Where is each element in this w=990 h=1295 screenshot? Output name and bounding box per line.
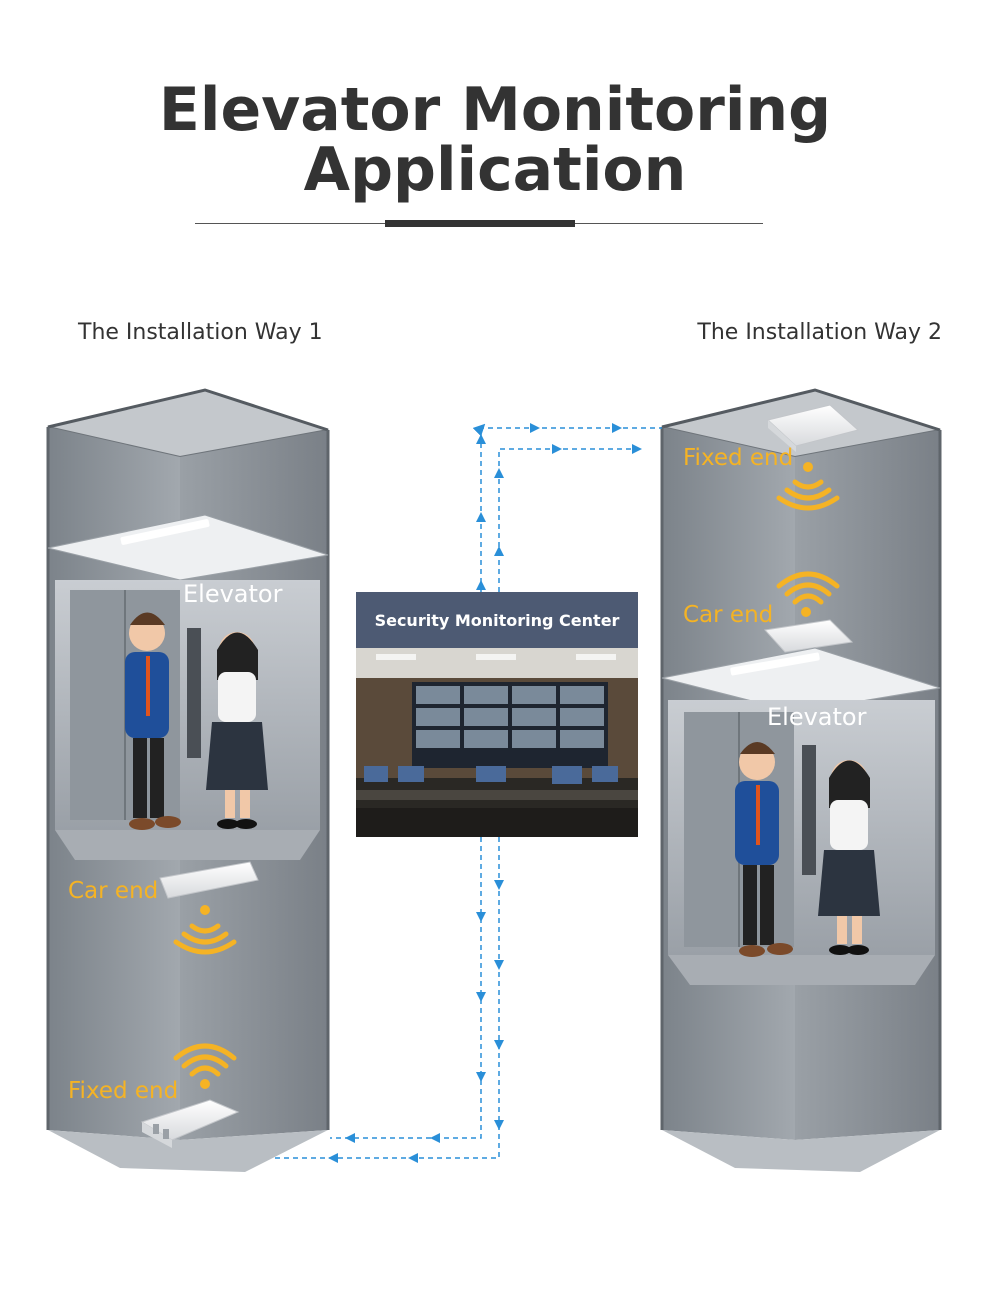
link-lines [275,423,662,1159]
link-arrows [328,423,642,1163]
title-divider-accent [385,220,575,227]
caption-installation-way-1: The Installation Way 1 [78,320,323,345]
caption-installation-way-2: The Installation Way 2 [697,320,942,345]
center-title: Security Monitoring Center [374,610,620,630]
security-monitoring-center: Security Monitoring Center [356,592,638,837]
person-icon [125,612,181,830]
person-icon [735,742,793,957]
cpe-device-icon [140,1099,240,1148]
center-header: Security Monitoring Center [356,592,638,648]
cpe-device-icon [766,404,860,452]
fixed-end-label-1: Fixed end [68,1078,178,1104]
wifi-signal-icon [776,462,840,511]
cpe-device-icon [159,861,259,899]
elevator-label-2: Elevator [767,703,867,731]
wifi-signal-icon [173,905,237,955]
elevator-cabin-1: Elevator [47,514,329,860]
page-title-line2: Application [303,135,687,205]
elevator-cabin-2: Elevator [661,647,941,985]
fixed-end-label-2: Fixed end [683,445,793,471]
monitoring-room-photo [356,648,638,837]
elevator-label-1: Elevator [183,580,283,608]
wifi-signal-icon [173,1043,237,1089]
person-icon [206,632,268,829]
car-end-label-1: Car end [68,878,158,904]
person-icon [818,760,880,955]
cpe-device-icon [764,619,854,653]
wifi-signal-icon [776,571,840,617]
car-end-label-2: Car end [683,602,773,628]
page-title-line1: Elevator Monitoring [158,75,832,145]
